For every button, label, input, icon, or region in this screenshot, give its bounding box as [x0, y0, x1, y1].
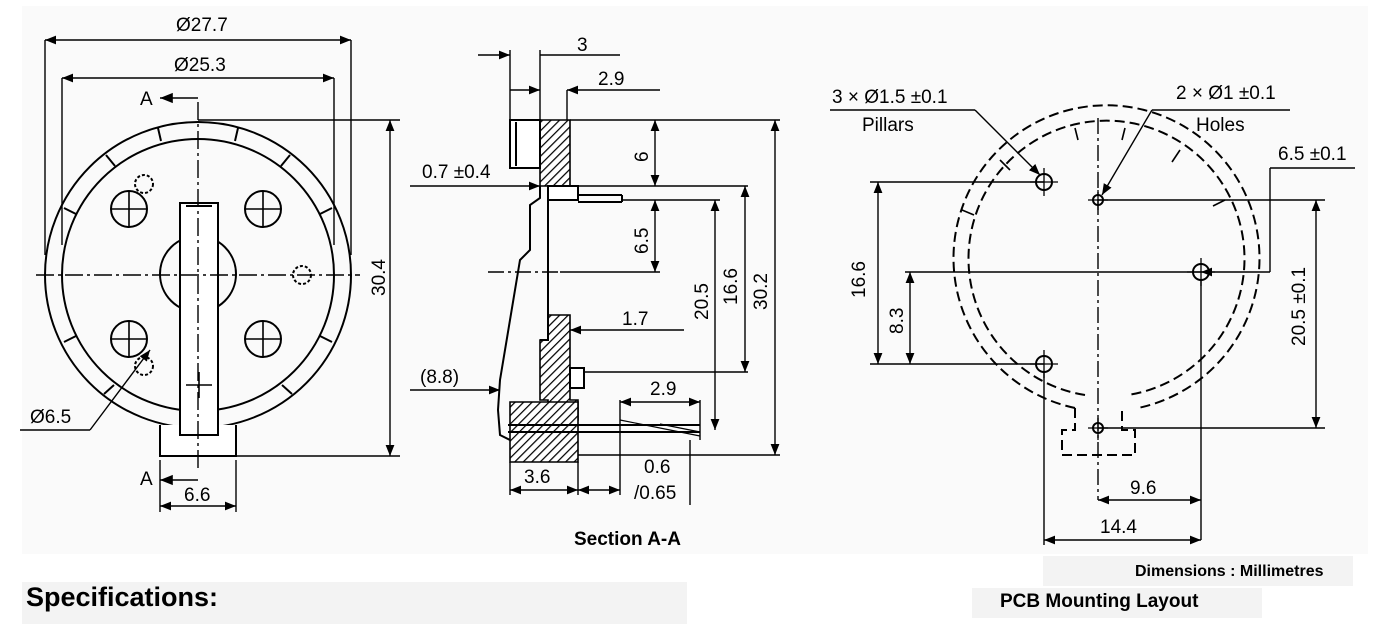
dim-8-3-pcb: 8.3: [887, 307, 908, 334]
dim-3-6: 3.6: [524, 467, 551, 488]
dim-20-5-pcb: 20.5 ±0.1: [1289, 266, 1310, 346]
units-note: Dimensions : Millimetres: [1135, 563, 1324, 580]
holes-dimension: 2 × Ø1 ±0.1: [1176, 83, 1276, 104]
section-mark-top: A: [140, 89, 153, 110]
dim-6-5-pcb: 6.5 ±0.1: [1278, 144, 1347, 165]
dim-0-7: 0.7 ±0.4: [422, 162, 491, 183]
front-view: [20, 35, 400, 512]
dim-1-7: 1.7: [622, 309, 649, 330]
holes-label: Holes: [1196, 115, 1245, 136]
section-view: [410, 50, 780, 505]
dim-14-4-pcb: 14.4: [1100, 517, 1137, 538]
section-mark-bottom: A: [140, 469, 153, 490]
dim-20-5: 20.5: [692, 283, 713, 320]
pcb-layout-title: PCB Mounting Layout: [1000, 591, 1199, 612]
dim-9-6-pcb: 9.6: [1130, 478, 1157, 499]
dim-8-8: (8.8): [420, 367, 460, 388]
dim-30-2: 30.2: [751, 273, 772, 310]
dim-outer-diameter: Ø27.7: [176, 15, 228, 36]
pcb-layout: [830, 104, 1355, 545]
dim-inner-diameter: Ø25.3: [174, 55, 226, 76]
dim-0-6: 0.6: [644, 457, 671, 478]
dim-0-65: /0.65: [634, 483, 677, 504]
section-title: Section A-A: [574, 529, 681, 550]
dim-16-6: 16.6: [721, 268, 742, 305]
dim-16-6-pcb: 16.6: [849, 261, 870, 298]
dim-6: 6: [632, 151, 653, 162]
specifications-heading: Specifications:: [26, 582, 219, 612]
dim-6-5: 6.5: [632, 227, 653, 254]
dim-2-9-bottom: 2.9: [650, 379, 677, 400]
pillars-label: Pillars: [862, 115, 914, 136]
dim-height: 30.4: [369, 259, 390, 296]
dim-3: 3: [577, 35, 588, 56]
dim-hole-diameter: Ø6.5: [30, 407, 72, 428]
dim-tab-width: 6.6: [184, 485, 211, 506]
dim-2-9-top: 2.9: [598, 69, 625, 90]
pillars-dimension: 3 × Ø1.5 ±0.1: [832, 87, 948, 108]
